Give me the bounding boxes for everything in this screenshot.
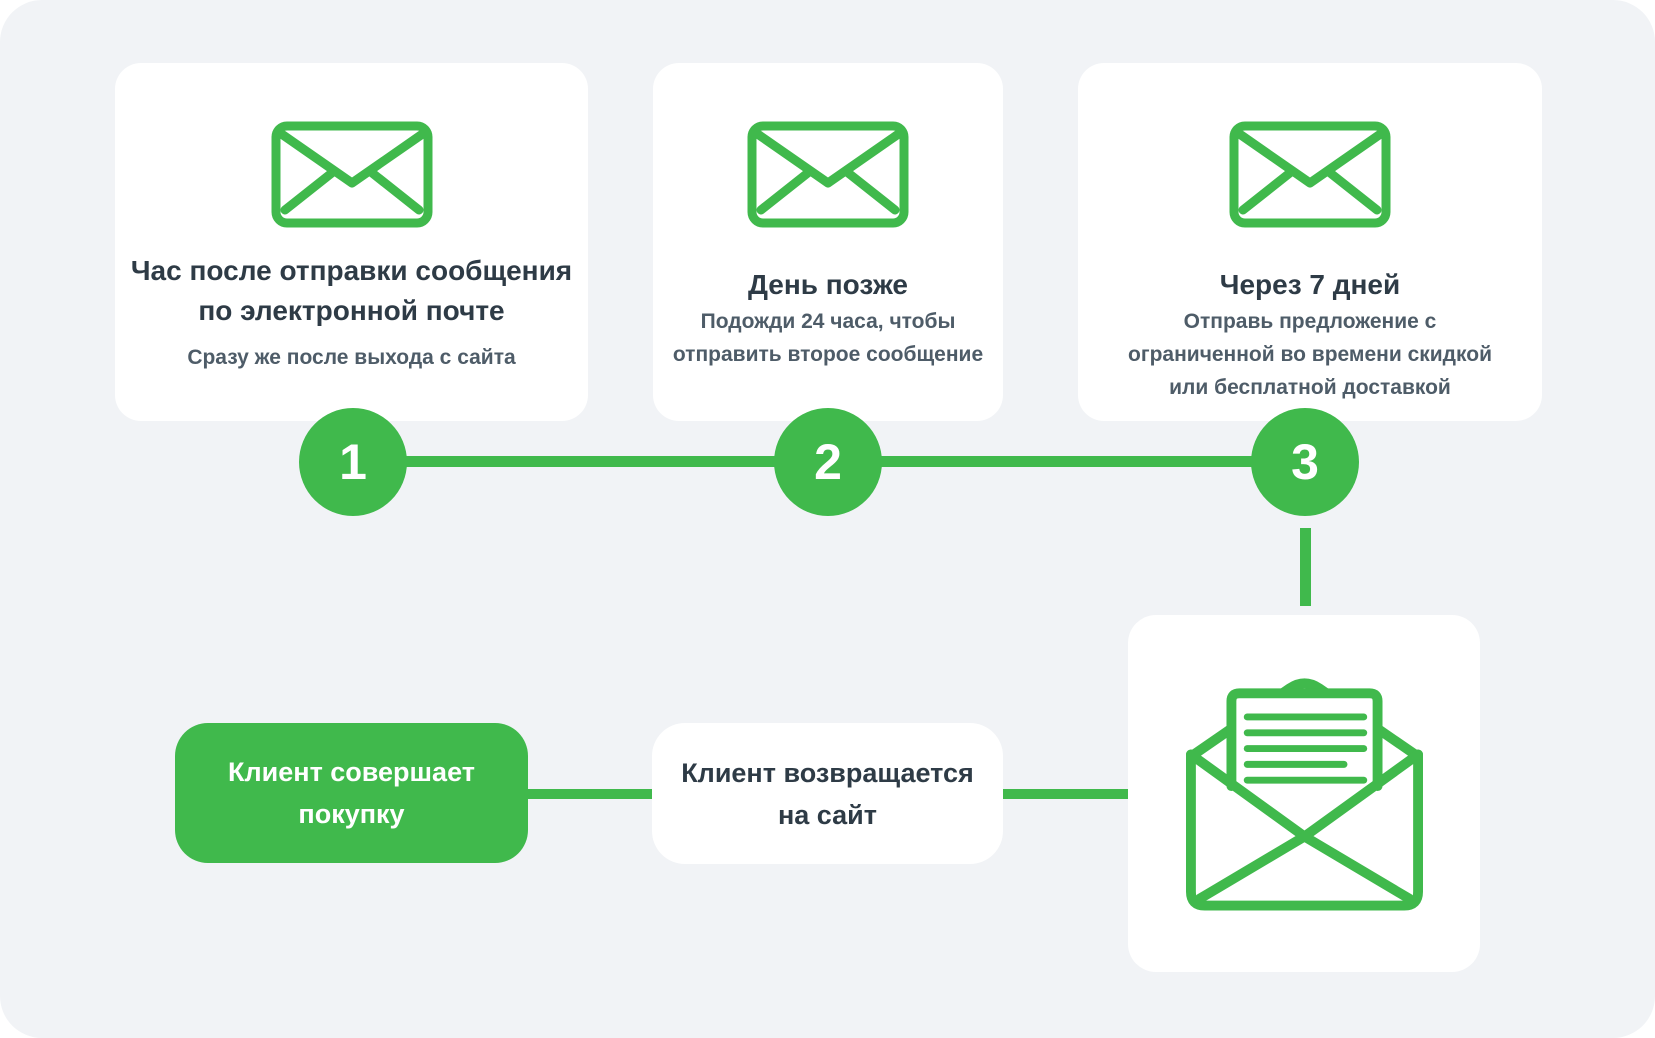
envelope-icon [747, 121, 909, 228]
step-1-subtitle-line-1: Сразу же после выхода с сайта [187, 346, 516, 369]
envelope-icon [271, 121, 432, 228]
step-number-badge-2: 2 [774, 408, 882, 516]
return-envelope-connector-line [1003, 789, 1128, 799]
step-3-subtitle: Отправь предложение с ограниченной во вр… [1128, 305, 1492, 404]
client-return-line-2: на сайт [777, 799, 877, 830]
client-purchase-box: Клиент совершает покупку [175, 723, 528, 863]
step-1-title-line-1: Час после отправки сообщения [130, 255, 573, 286]
step-1-title-line-2: по электронной почте [198, 295, 505, 326]
purchase-return-connector-line [528, 789, 652, 799]
step-2-title-line-1: День позже [747, 269, 908, 300]
step-number-badge-1: 1 [299, 408, 407, 516]
step-2-title: День позже [748, 265, 908, 305]
client-return-box: Клиент возвращается на сайт [652, 723, 1003, 864]
client-return-line-1: Клиент возвращается [681, 757, 974, 788]
step-3-title-line-1: Через 7 дней [1219, 269, 1401, 300]
client-purchase-line-2: покупку [298, 799, 405, 829]
step-1-title: Час после отправки сообщения по электрон… [131, 251, 572, 331]
open-envelope-icon [1185, 678, 1423, 911]
envelope-icon [1229, 121, 1391, 228]
step-card-1: Час после отправки сообщения по электрон… [115, 63, 588, 421]
step-3-title: Через 7 дней [1220, 265, 1400, 305]
step-2-subtitle-line-1: Подожди 24 часа, чтобы [700, 310, 956, 333]
step-number-badge-3: 3 [1251, 408, 1359, 516]
step-3-down-connector-line [1300, 528, 1311, 606]
step-3-subtitle-line-3: или бесплатной доставкой [1169, 376, 1451, 399]
open-envelope-card [1128, 615, 1480, 972]
step-3-subtitle-line-1: Отправь предложение с [1183, 310, 1437, 333]
step-3-subtitle-line-2: ограниченной во времени скидкой [1128, 343, 1492, 366]
client-purchase-line-1: Клиент совершает [228, 757, 475, 787]
step-card-3: Через 7 дней Отправь предложение с огран… [1078, 63, 1542, 421]
step-2-subtitle: Подожди 24 часа, чтобы отправить второе … [673, 305, 983, 371]
step-card-2: День позже Подожди 24 часа, чтобы отправ… [653, 63, 1003, 421]
step-1-subtitle: Сразу же после выхода с сайта [187, 341, 515, 374]
step-2-subtitle-line-2: отправить второе сообщение [672, 343, 984, 366]
